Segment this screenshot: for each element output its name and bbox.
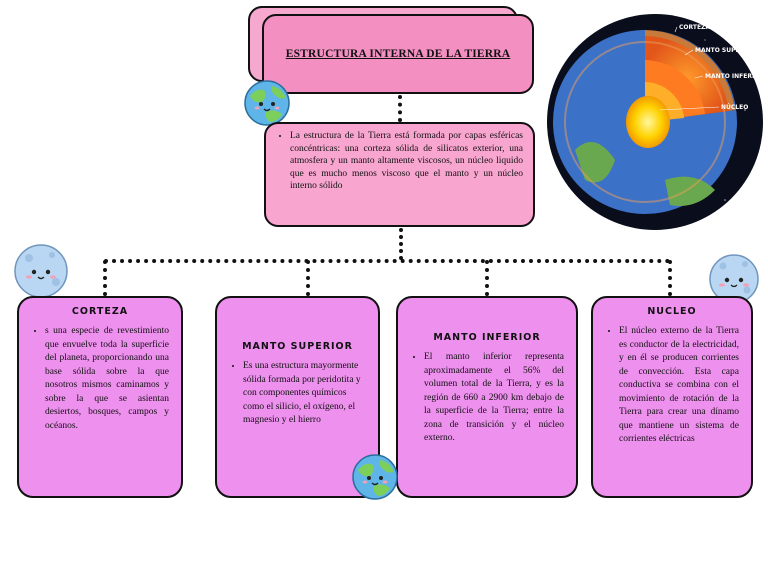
connector-nucleo — [668, 260, 672, 296]
cute-moon-icon-right — [709, 254, 759, 304]
card-title: CORTEZA — [71, 306, 129, 317]
card-text: El manto inferior representa aproximadam… — [424, 351, 564, 446]
cute-earth-icon-bottom — [352, 454, 398, 500]
cute-earth-icon — [244, 80, 290, 126]
page-title: ESTRUCTURA INTERNA DE LA TIERRA — [285, 48, 511, 60]
connector-branch-line — [104, 259, 670, 263]
connector-intro-branch — [399, 228, 403, 260]
intro-text: La estructura de la Tierra está formada … — [290, 130, 523, 193]
card-text: s una especie de revestimiento que envue… — [45, 325, 169, 433]
card-title: NUCLEO — [647, 306, 697, 317]
connector-corteza — [103, 260, 107, 296]
card-text: Es una estructura mayormente sólida form… — [243, 360, 366, 428]
card-nucleo: NUCLEO El núcleo externo de la Tierra es… — [591, 296, 753, 498]
label-manto-superior: MANTO SUPERIOR — [695, 47, 757, 54]
label-corteza: CORTEZA — [679, 24, 710, 31]
card-manto-superior: MANTO SUPERIOR Es una estructura mayorme… — [215, 296, 380, 498]
label-nucleo: NÚCLEO — [721, 104, 748, 111]
card-title: MANTO SUPERIOR — [242, 341, 353, 352]
card-title: MANTO INFERIOR — [433, 332, 541, 343]
earth-structure-illustration: CORTEZA MANTO SUPERIOR MANTO INFERIOR NÚ… — [547, 14, 764, 230]
title-box: ESTRUCTURA INTERNA DE LA TIERRA — [262, 14, 534, 94]
card-text: El núcleo externo de la Tierra es conduc… — [619, 325, 739, 447]
label-manto-inferior: MANTO INFERIOR — [705, 73, 764, 80]
card-manto-inferior: MANTO INFERIOR El manto inferior represe… — [396, 296, 578, 498]
card-corteza: CORTEZA s una especie de revestimiento q… — [17, 296, 183, 498]
connector-title-intro — [398, 95, 402, 122]
connector-manto-superior — [306, 260, 310, 296]
cute-moon-icon — [14, 244, 68, 298]
connector-manto-inferior — [485, 260, 489, 296]
intro-box: La estructura de la Tierra está formada … — [264, 122, 535, 227]
